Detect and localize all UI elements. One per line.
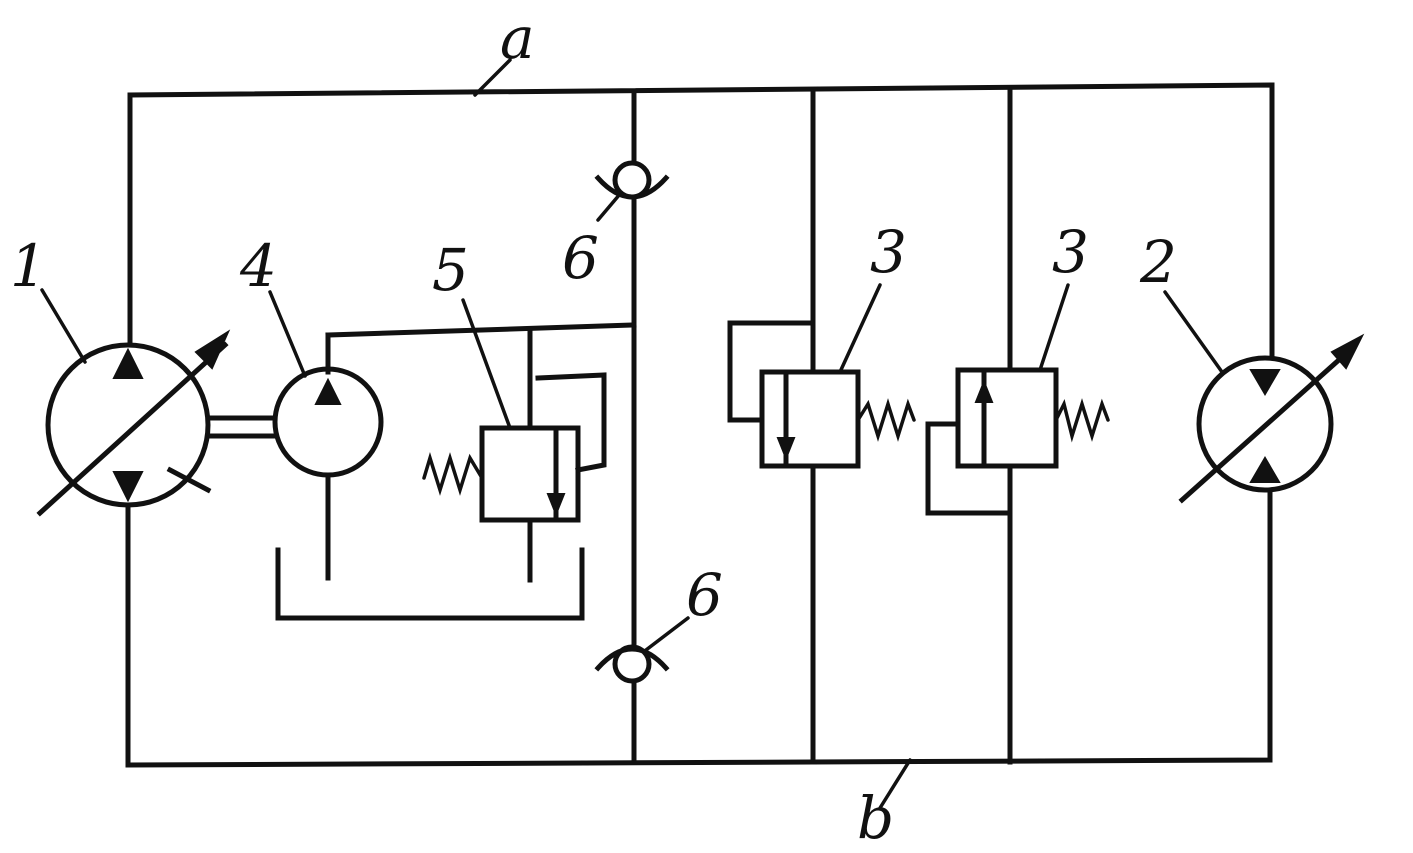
relief-valve-right-symbol xyxy=(925,367,1110,516)
label-line-a: a xyxy=(500,4,535,72)
check-valve-top-symbol xyxy=(594,160,670,200)
label-relief-valve-right-3: 3 xyxy=(1052,218,1089,286)
leader-lines xyxy=(40,58,1224,810)
label-motor-2: 2 xyxy=(1139,228,1177,296)
label-line-b: b xyxy=(857,784,894,852)
charge-pressure-line xyxy=(325,322,637,338)
main-line-a xyxy=(127,82,1275,373)
label-pump-1: 1 xyxy=(10,232,47,300)
charge-pump-symbol xyxy=(272,332,384,581)
tank-symbol xyxy=(275,547,585,621)
label-charge-relief-5: 5 xyxy=(432,236,469,304)
main-line-b xyxy=(125,482,1273,768)
main-pump-symbol xyxy=(36,329,231,517)
drive-shaft xyxy=(205,415,281,439)
motor-symbol xyxy=(1178,333,1365,504)
label-charge-pump-4: 4 xyxy=(239,232,277,300)
label-check-valve-bottom-6: 6 xyxy=(686,561,723,629)
label-relief-valve-left-3: 3 xyxy=(870,218,907,286)
check-valve-bottom-symbol xyxy=(594,644,670,684)
relief-valve-left-symbol xyxy=(727,320,916,469)
label-check-valve-top-6: 6 xyxy=(562,224,599,292)
charge-relief-valve-symbol xyxy=(422,327,607,583)
